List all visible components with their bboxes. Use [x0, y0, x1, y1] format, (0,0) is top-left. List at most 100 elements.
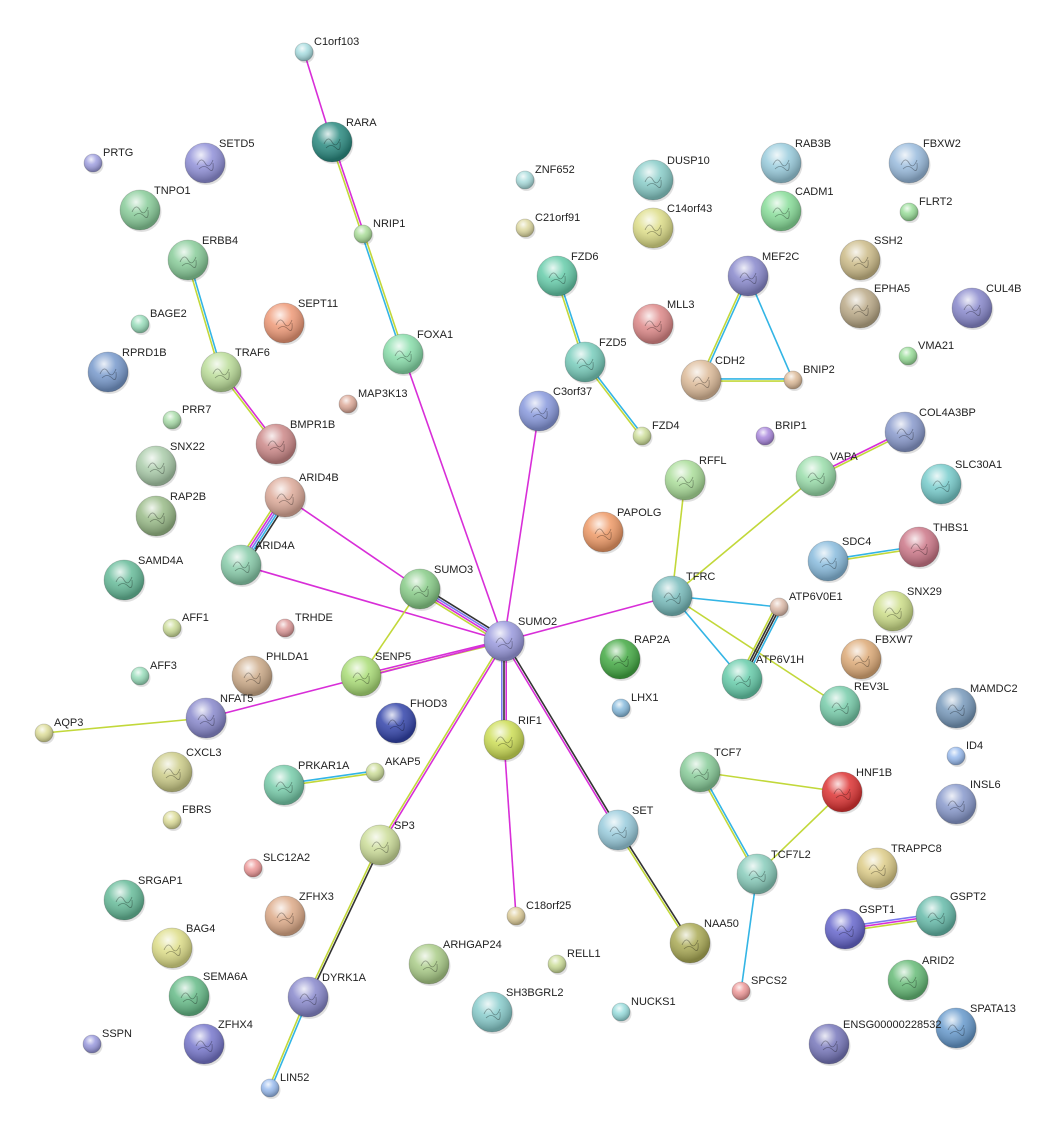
- node-tfrc[interactable]: TFRC: [651, 571, 715, 618]
- node-tnpo1[interactable]: TNPO1: [119, 185, 191, 232]
- node-senp5[interactable]: SENP5: [340, 651, 411, 698]
- node-bage2[interactable]: BAGE2: [130, 308, 187, 335]
- node-foxa1[interactable]: FOXA1: [382, 329, 453, 376]
- node-prkar1a[interactable]: PRKAR1A: [263, 760, 350, 807]
- node-fzd4[interactable]: FZD4: [632, 420, 680, 447]
- node-sema6a[interactable]: SEMA6A: [168, 971, 248, 1018]
- node-snx22[interactable]: SNX22: [135, 441, 205, 488]
- node-bnip2[interactable]: BNIP2: [783, 364, 835, 391]
- node-cdh2[interactable]: CDH2: [680, 355, 745, 402]
- edge-SUMO2-SET[interactable]: [502, 640, 620, 831]
- node-znf652[interactable]: ZNF652: [515, 164, 575, 191]
- node-mamdc2[interactable]: MAMDC2: [935, 683, 1018, 730]
- node-arid4b[interactable]: ARID4B: [264, 472, 339, 519]
- node-nfat5[interactable]: NFAT5: [185, 693, 253, 740]
- node-arid4a[interactable]: ARID4A: [220, 540, 295, 587]
- node-ensg00000228532[interactable]: ENSG00000228532: [808, 1019, 941, 1066]
- node-c21orf91[interactable]: C21orf91: [515, 212, 580, 239]
- node-sumo3[interactable]: SUMO3: [399, 564, 473, 611]
- node-sept11[interactable]: SEPT11: [263, 298, 338, 345]
- node-c3orf37[interactable]: C3orf37: [518, 386, 592, 433]
- node-epha5[interactable]: EPHA5: [839, 283, 910, 330]
- node-mef2c[interactable]: MEF2C: [727, 251, 799, 298]
- node-arid2[interactable]: ARID2: [887, 955, 954, 1002]
- node-mll3[interactable]: MLL3: [632, 299, 695, 346]
- node-aqp3[interactable]: AQP3: [34, 717, 83, 744]
- node-erbb4[interactable]: ERBB4: [167, 235, 238, 282]
- node-gspt1[interactable]: GSPT1: [824, 904, 895, 951]
- node-rara[interactable]: RARA: [311, 117, 377, 164]
- node-rffl[interactable]: RFFL: [664, 455, 727, 502]
- edge-ARID4B-SUMO3[interactable]: [284, 496, 421, 590]
- node-papolg[interactable]: PAPOLG: [582, 507, 661, 554]
- node-fbxw2[interactable]: FBXW2: [888, 138, 961, 185]
- node-insl6[interactable]: INSL6: [935, 779, 1001, 826]
- node-aff3[interactable]: AFF3: [130, 660, 177, 687]
- node-rell1[interactable]: RELL1: [547, 948, 601, 975]
- node-lhx1[interactable]: LHX1: [611, 692, 659, 719]
- node-fbrs[interactable]: FBRS: [162, 804, 211, 831]
- node-dyrk1a[interactable]: DYRK1A: [287, 972, 367, 1019]
- node-bag4[interactable]: BAG4: [151, 923, 215, 970]
- node-setd5[interactable]: SETD5: [184, 138, 254, 185]
- edge-TCF7-HNF1B[interactable]: [699, 771, 843, 793]
- node-srgap1[interactable]: SRGAP1: [103, 875, 183, 922]
- node-sdc4[interactable]: SDC4: [807, 536, 871, 583]
- edge-SET-NAA50[interactable]: [616, 828, 692, 945]
- node-rev3l[interactable]: REV3L: [819, 681, 889, 728]
- node-lin52[interactable]: LIN52: [260, 1072, 309, 1099]
- node-cxcl3[interactable]: CXCL3: [151, 747, 221, 794]
- node-slc12a2[interactable]: SLC12A2: [243, 852, 310, 879]
- node-phlda1[interactable]: PHLDA1: [231, 651, 309, 698]
- node-snx29[interactable]: SNX29: [872, 586, 942, 633]
- node-nrip1[interactable]: NRIP1: [353, 218, 405, 245]
- node-fzd6[interactable]: FZD6: [536, 251, 599, 298]
- node-fhod3[interactable]: FHOD3: [375, 698, 447, 745]
- edge-SP3-DYRK1A[interactable]: [306, 844, 382, 998]
- node-aff1[interactable]: AFF1: [162, 612, 209, 639]
- node-c1orf103[interactable]: C1orf103: [294, 36, 359, 63]
- node-flrt2[interactable]: FLRT2: [899, 196, 952, 223]
- node-c18orf25[interactable]: C18orf25: [506, 900, 571, 927]
- node-set[interactable]: SET: [597, 805, 654, 852]
- edge-ARID4A-SUMO2[interactable]: [240, 564, 505, 642]
- edge-SUMO2-SP3[interactable]: [378, 640, 506, 846]
- node-spata13[interactable]: SPATA13: [935, 1003, 1016, 1050]
- node-map3k13[interactable]: MAP3K13: [338, 388, 408, 415]
- node-rap2a[interactable]: RAP2A: [599, 634, 671, 681]
- node-fbxw7[interactable]: FBXW7: [840, 634, 913, 681]
- node-tcf7[interactable]: TCF7: [679, 747, 742, 794]
- node-vapa[interactable]: VAPA: [795, 451, 858, 498]
- node-nucks1[interactable]: NUCKS1: [611, 996, 676, 1023]
- node-gspt2[interactable]: GSPT2: [915, 891, 986, 938]
- node-cadm1[interactable]: CADM1: [760, 186, 834, 233]
- edge-TFRC-SUMO2[interactable]: [503, 595, 673, 642]
- node-col4a3bp[interactable]: COL4A3BP: [884, 407, 976, 454]
- node-rab3b[interactable]: RAB3B: [760, 138, 831, 185]
- edge-VAPA-TFRC[interactable]: [671, 475, 817, 597]
- node-samd4a[interactable]: SAMD4A: [103, 555, 184, 602]
- node-sh3bgrl2[interactable]: SH3BGRL2: [471, 987, 563, 1034]
- node-trappc8[interactable]: TRAPPC8: [856, 843, 942, 890]
- node-traf6[interactable]: TRAF6: [200, 347, 270, 394]
- node-cul4b[interactable]: CUL4B: [951, 283, 1021, 330]
- node-naa50[interactable]: NAA50: [669, 918, 739, 965]
- node-fzd5[interactable]: FZD5: [564, 337, 627, 384]
- node-rprd1b[interactable]: RPRD1B: [87, 347, 167, 394]
- node-prtg[interactable]: PRTG: [83, 147, 133, 174]
- node-c14orf43[interactable]: C14orf43: [632, 203, 712, 250]
- node-sumo2[interactable]: SUMO2: [483, 616, 557, 663]
- node-spcs2[interactable]: SPCS2: [731, 975, 787, 1002]
- node-akap5[interactable]: AKAP5: [365, 756, 420, 783]
- edge-NRIP1-FOXA1[interactable]: [361, 233, 405, 355]
- node-bmpr1b[interactable]: BMPR1B: [255, 419, 335, 466]
- node-prr7[interactable]: PRR7: [162, 404, 211, 431]
- edge-C3orf37-SUMO2[interactable]: [503, 410, 540, 642]
- edge-NFAT5-AQP3[interactable]: [43, 717, 207, 734]
- node-slc30a1[interactable]: SLC30A1: [920, 459, 1002, 506]
- edge-RIF1-C18orf25[interactable]: [503, 739, 517, 917]
- node-trhde[interactable]: TRHDE: [275, 612, 333, 639]
- node-vma21[interactable]: VMA21: [898, 340, 954, 367]
- node-atp6v1h[interactable]: ATP6V1H: [721, 654, 804, 701]
- node-brip1[interactable]: BRIP1: [755, 420, 807, 447]
